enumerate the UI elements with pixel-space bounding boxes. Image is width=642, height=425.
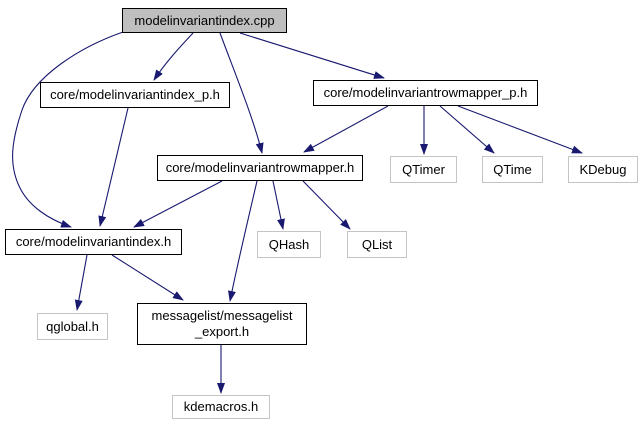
node-modelinvariantrowmapper-h[interactable]: core/modelinvariantrowmapper.h (157, 155, 363, 181)
node-modelinvariantindex-cpp: modelinvariantindex.cpp (122, 8, 287, 33)
edge-cpp-to-rowmapper-h (219, 32, 264, 154)
node-qtime: QTime (482, 156, 543, 183)
edge-rowmapper-h-to-qhash (272, 180, 285, 230)
node-messagelist-export-h[interactable]: messagelist/messagelist _export.h (137, 303, 307, 345)
node-qglobal-h: qglobal.h (37, 313, 108, 340)
node-modelinvariantindex-h[interactable]: core/modelinvariantindex.h (5, 229, 182, 255)
node-modelinvariantrowmapper-p-h[interactable]: core/modelinvariantrowmapper_p.h (313, 80, 538, 106)
node-kdebug: KDebug (568, 156, 638, 183)
edge-rowmapper-p-h-to-kdebug (457, 105, 583, 154)
node-qlist: QList (347, 231, 407, 258)
edge-rowmapper-h-to-qlist (302, 180, 351, 230)
node-qtimer: QTimer (390, 156, 457, 183)
edge-rowmapper-p-h-to-qtime (439, 105, 495, 154)
edge-rowmapper-p-h-to-rowmapper-h (303, 105, 389, 153)
node-qhash: QHash (257, 231, 321, 258)
edge-index-h-to-messagelist (111, 254, 184, 301)
edge-cpp-to-index-h (12, 31, 124, 228)
edge-rowmapper-h-to-index-h (133, 180, 223, 228)
node-kdemacros-h: kdemacros.h (172, 395, 270, 419)
edge-cpp-to-index-p-h (153, 32, 194, 81)
edge-index-p-h-to-index-h (98, 107, 129, 227)
edge-rowmapper-h-to-messagelist (228, 180, 258, 302)
edge-index-h-to-qglobal-h (74, 254, 88, 311)
node-modelinvariantindex-p-h[interactable]: core/modelinvariantindex_p.h (40, 82, 230, 108)
edge-cpp-to-rowmapper-p-h (239, 32, 385, 79)
